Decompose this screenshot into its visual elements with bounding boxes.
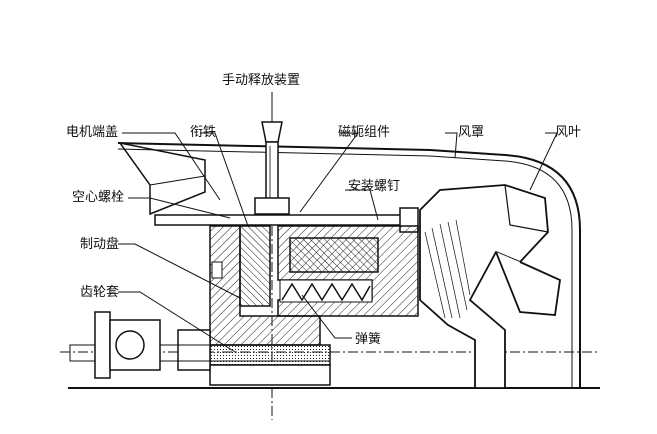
label-motor-end-cover: 电机端盖 [66,125,119,140]
armature-shape [239,225,271,307]
shaft-shape [69,311,331,379]
fan-cover-shape [117,142,581,388]
yoke-assembly-shape [277,225,419,317]
label-mounting-screw: 安装螺钉 [348,179,401,194]
label-fan-cover: 风罩 [458,125,485,140]
label-manual-release: 手动释放装置 [222,73,301,88]
label-fan-blade: 风叶 [555,125,582,140]
label-armature: 衔铁 [190,125,217,140]
fan-blade-shape [419,184,561,389]
label-spring: 弹簧 [355,332,382,347]
gear-sleeve-shape [177,329,331,386]
spring-shape [279,279,373,303]
leader-lines [118,92,558,353]
label-gear-sleeve: 齿轮套 [80,285,120,300]
label-yoke-assembly: 磁轭组件 [338,125,391,140]
label-brake-disc: 制动盘 [80,237,120,252]
manual-release-lever-shape [254,121,290,215]
hollow-bolt-shape [154,207,419,233]
motor-end-cover-shape [118,141,206,216]
label-hollow-bolt: 空心螺栓 [72,190,125,205]
